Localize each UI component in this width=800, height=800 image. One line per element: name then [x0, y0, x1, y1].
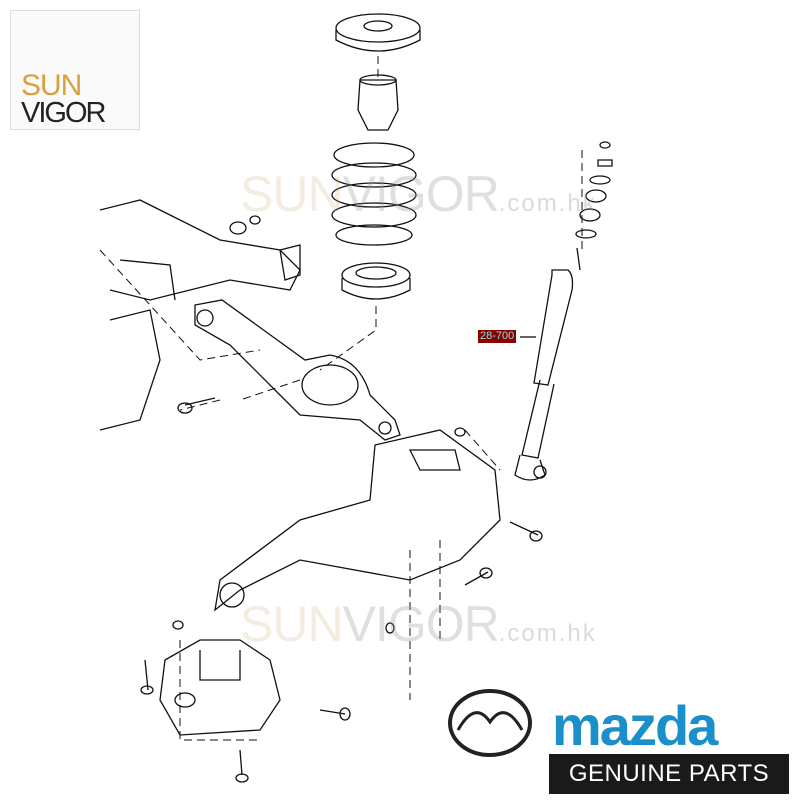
logo-sun-text: SUN — [21, 69, 82, 102]
watermark-domain: .com.hk — [498, 620, 597, 647]
subframe-crossmember — [99, 199, 301, 431]
lower-spring-seat — [341, 262, 411, 300]
lower-control-arm — [194, 299, 401, 441]
watermark-top: SUNVIGOR.com.hk — [240, 165, 597, 223]
upper-spring-seat — [335, 13, 421, 52]
mazda-emblem — [448, 689, 532, 757]
watermark-bottom: SUNVIGOR.com.hk — [240, 595, 597, 653]
shock-hardware-stack — [575, 141, 613, 239]
lower-mount-bracket — [159, 639, 281, 736]
watermark-domain: .com.hk — [498, 190, 597, 217]
bolts-and-nuts — [140, 215, 543, 783]
shock-absorber — [514, 247, 581, 481]
coil-spring — [331, 142, 417, 246]
genuine-parts-banner: GENUINE PARTS — [549, 754, 789, 794]
mazda-wordmark: mazda — [552, 694, 718, 757]
sunvigor-logo: SUN VIGOR — [10, 10, 140, 130]
part-number-callout[interactable]: 28-700 — [478, 330, 517, 343]
watermark-vigor: VIGOR — [342, 596, 500, 652]
watermark-sun: SUN — [240, 596, 344, 652]
watermark-sun: SUN — [240, 166, 344, 222]
watermark-vigor: VIGOR — [342, 166, 500, 222]
logo-vigor-text: VIGOR — [21, 97, 106, 129]
bump-stop — [357, 74, 399, 131]
bushing-bracket — [279, 244, 301, 281]
trailing-arm — [214, 429, 501, 612]
